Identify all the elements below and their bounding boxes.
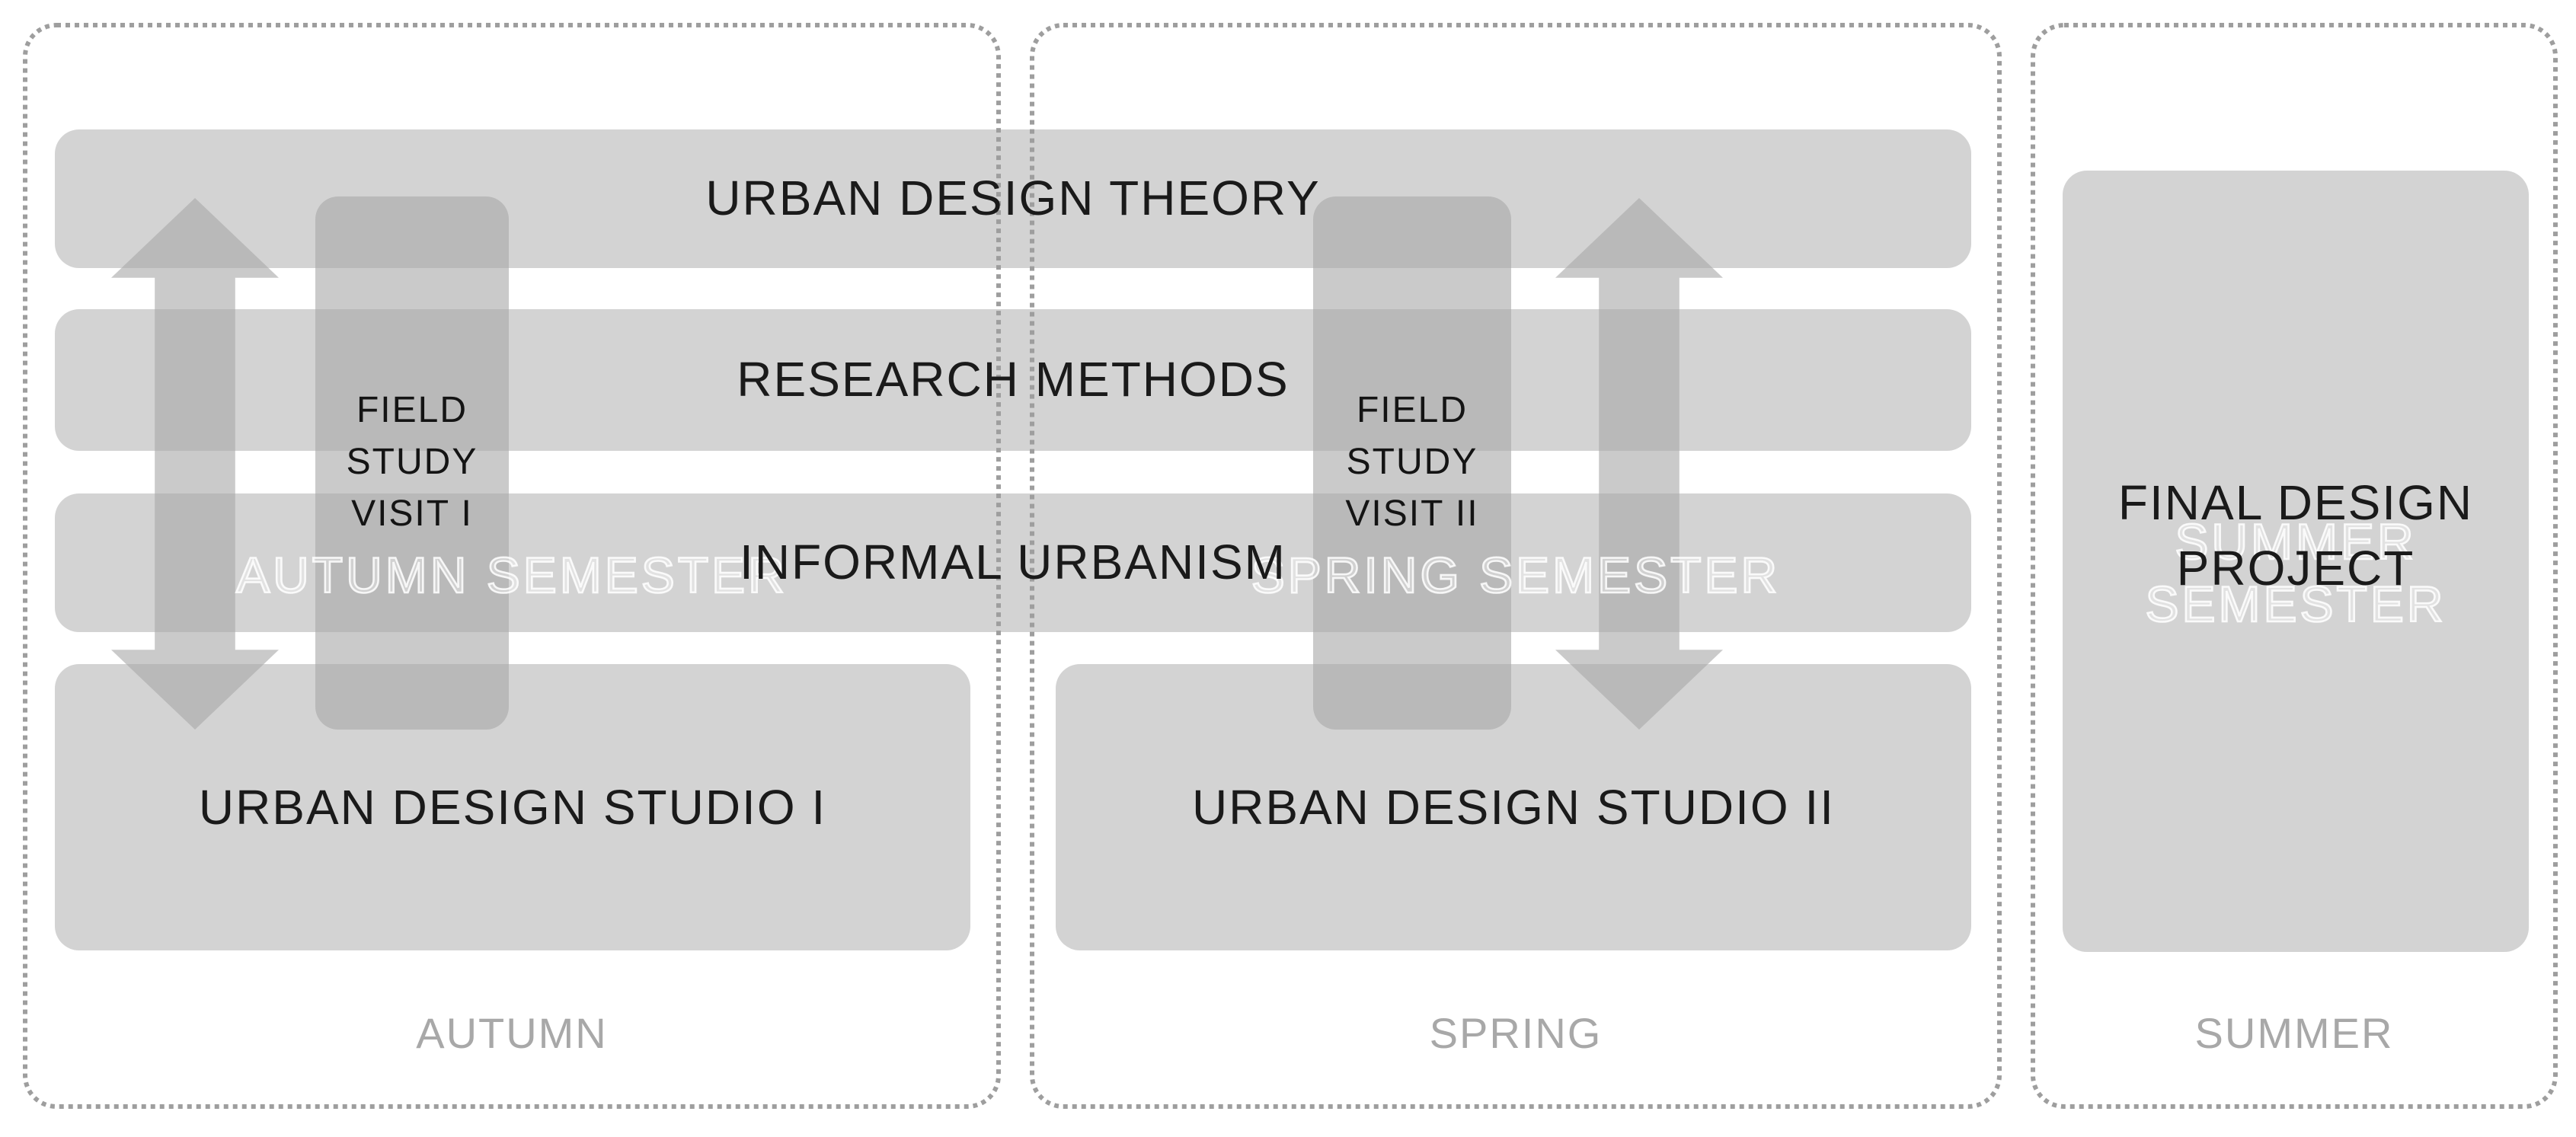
urban-design-studio-2-box xyxy=(1056,664,1971,950)
season-label-summer: SUMMER xyxy=(2194,1010,2394,1057)
season-label-spring: SPRING xyxy=(1429,1010,1603,1057)
semester-container-spring xyxy=(1030,23,2002,1109)
season-label-autumn: AUTUMN xyxy=(416,1010,608,1057)
semester-container-summer xyxy=(2031,23,2558,1109)
field-study-visit-2-line2: STUDY xyxy=(1346,442,1478,483)
field-study-visit-1-box: FIELD STUDY VISIT I xyxy=(315,196,509,730)
semester-container-autumn xyxy=(23,23,1001,1109)
field-study-visit-2-line1: FIELD xyxy=(1356,390,1468,431)
field-study-visit-2-box: FIELD STUDY VISIT II xyxy=(1313,196,1511,730)
field-study-visit-1-line2: STUDY xyxy=(346,442,478,483)
field-study-visit-2-line3: VISIT II xyxy=(1345,493,1479,535)
field-study-visit-1-line1: FIELD xyxy=(356,390,468,431)
field-study-visit-1-line3: VISIT I xyxy=(351,493,473,535)
final-design-project-box xyxy=(2063,171,2529,952)
